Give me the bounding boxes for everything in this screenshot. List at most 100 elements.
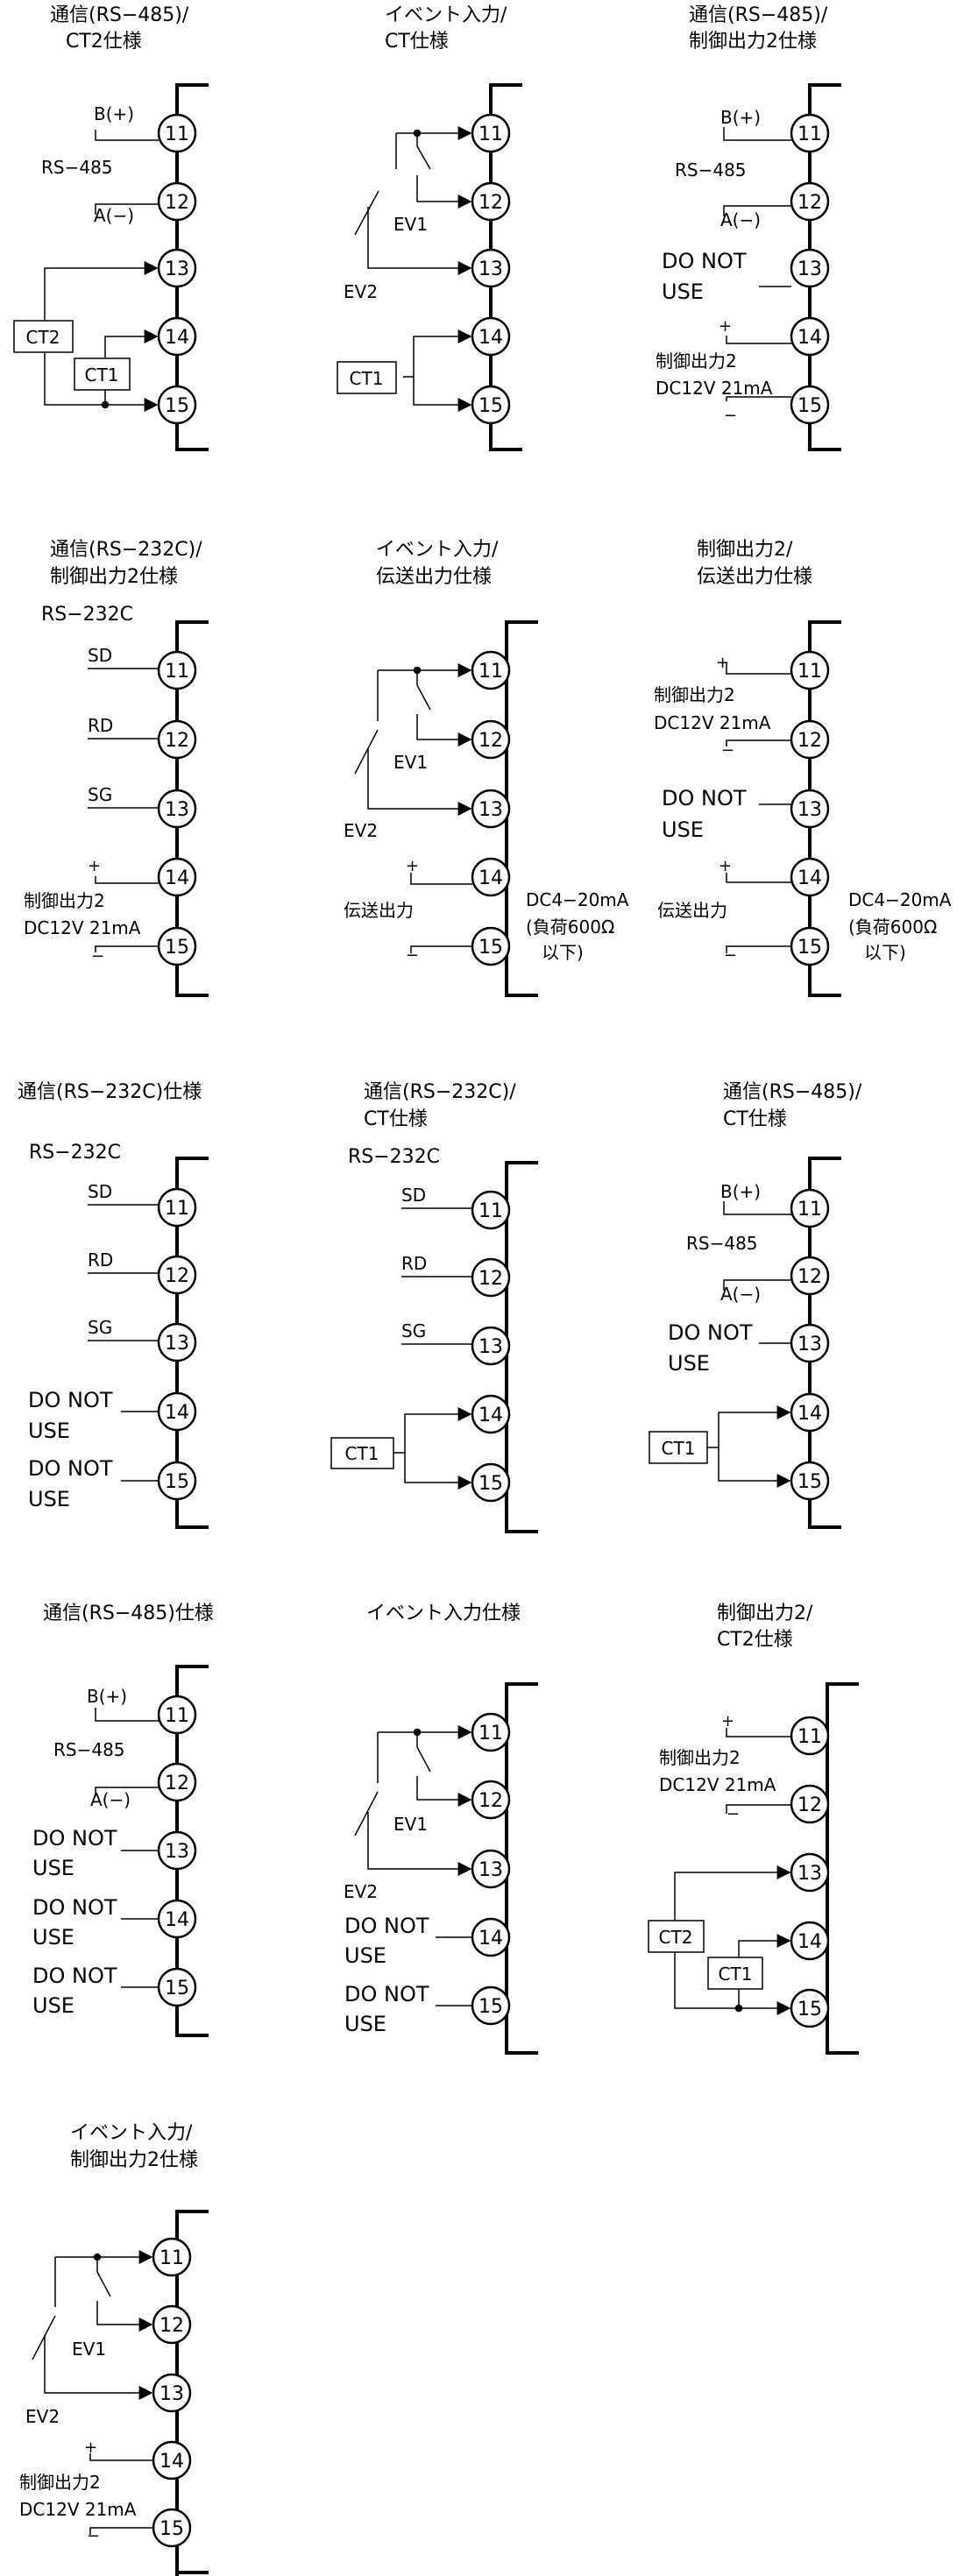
- panel-event: イベント入力仕様 11 12 13 14 15 EV1 EV2 DO NOT U…: [344, 1603, 538, 2055]
- label-use: USE: [32, 1993, 74, 2018]
- panel-title-line1: 通信(RS−232C)/: [364, 1081, 516, 1103]
- label-load: (負荷600Ω: [848, 916, 937, 938]
- ct1-label: CT1: [719, 1964, 753, 1985]
- label-do-not: DO NOT: [32, 1895, 117, 1920]
- terminal-12-number: 12: [478, 730, 503, 752]
- panel-title-line1: イベント入力仕様: [366, 1603, 521, 1624]
- label-dc420: DC4−20mA: [526, 889, 629, 910]
- label-dc12v: DC12V 21mA: [656, 378, 773, 399]
- label-minus: −: [724, 946, 737, 965]
- terminal-13: 13: [790, 248, 830, 288]
- label-rs232c: RS−232C: [29, 1142, 121, 1164]
- label-do-not: DO NOT: [32, 1964, 117, 1988]
- ct1-box: CT1: [707, 1957, 763, 1990]
- terminal-15-number: 15: [165, 937, 189, 959]
- terminal-14: 14: [790, 316, 830, 357]
- terminal-14: 14: [157, 857, 197, 897]
- terminal-15-number: 15: [159, 2518, 184, 2540]
- label-use: USE: [32, 1925, 74, 1950]
- wires: [95, 1708, 159, 1988]
- terminal-12-number: 12: [165, 1773, 189, 1794]
- label-do-not: DO NOT: [28, 1456, 113, 1481]
- panel-rs485-ct: 通信(RS−485)/ CT仕様 11 12 13 14 15 B(+) RS−…: [649, 1081, 862, 1529]
- label-dc12v: DC12V 21mA: [659, 1774, 776, 1795]
- terminal-15: 15: [471, 385, 511, 425]
- terminal-13-number: 13: [159, 2383, 184, 2405]
- label-use: USE: [344, 1943, 386, 1968]
- ct2-box: CT2: [648, 1920, 705, 1953]
- wires: [44, 130, 159, 412]
- label-transmission: 伝送出力: [657, 900, 727, 921]
- label-plus: +: [721, 1712, 734, 1730]
- terminal-13: 13: [152, 2373, 192, 2413]
- panel-title-line1: 通信(RS−485)仕様: [43, 1603, 214, 1624]
- terminal-13-number: 13: [165, 1333, 189, 1355]
- wires: [32, 2250, 153, 2535]
- panel-title-line1: 通信(RS−232C)/: [50, 539, 202, 561]
- terminal-15: 15: [157, 1967, 197, 2007]
- terminal-11-number: 11: [165, 1198, 189, 1220]
- label-transmission: 伝送出力: [344, 900, 414, 921]
- label-b-plus: B(+): [720, 107, 761, 128]
- panel-event-ct: イベント入力/ CT仕様 11 12 13 14 15 EV1 EV2 CT1: [337, 4, 522, 451]
- wires: [707, 1201, 791, 1488]
- wires: [354, 663, 472, 953]
- terminal-14: 14: [471, 1917, 511, 1957]
- terminal-11: 11: [157, 650, 197, 690]
- label-sg: SG: [88, 784, 112, 805]
- wires: [88, 668, 159, 952]
- label-ev1: EV1: [393, 752, 428, 773]
- label-a-minus: A(−): [90, 1789, 131, 1810]
- label-do-not: DO NOT: [662, 786, 747, 810]
- label-ctrl-out2: 制御出力2: [24, 890, 105, 911]
- terminal-13-number: 13: [797, 1863, 822, 1885]
- label-rs232c: RS−232C: [41, 604, 133, 626]
- panel-rs232c: 通信(RS−232C)仕様 RS−232C 11 12 13 14 15 SD …: [18, 1081, 209, 1529]
- terminal-14: 14: [790, 1392, 830, 1433]
- ct1-label: CT1: [345, 1443, 379, 1464]
- terminal-12: 12: [157, 1255, 197, 1295]
- terminal-13: 13: [471, 789, 511, 829]
- terminal-13-number: 13: [797, 799, 822, 821]
- terminal-13: 13: [157, 248, 197, 288]
- label-dc420: DC4−20mA: [848, 889, 952, 910]
- label-ev2: EV2: [344, 820, 378, 841]
- terminal-block: 11 12 13 14 15: [152, 2210, 209, 2576]
- label-use: USE: [662, 280, 704, 304]
- label-use: USE: [344, 2012, 386, 2036]
- label-ev1: EV1: [393, 214, 428, 235]
- label-ctrl-out2: 制御出力2: [19, 2472, 101, 2493]
- label-ev2: EV2: [344, 281, 378, 302]
- ct1-box: CT1: [74, 357, 131, 391]
- label-do-not: DO NOT: [32, 1826, 117, 1851]
- label-minus: −: [721, 741, 734, 760]
- terminal-15: 15: [790, 385, 830, 425]
- terminal-block: 11 12 13 14 15: [157, 1665, 209, 2037]
- label-rs485: RS−485: [53, 1739, 125, 1760]
- label-dc12v: DC12V 21mA: [654, 712, 771, 733]
- terminal-13: 13: [790, 1852, 830, 1893]
- terminal-13-number: 13: [478, 258, 503, 280]
- label-a-minus: A(−): [720, 209, 761, 230]
- terminal-12: 12: [152, 2304, 192, 2345]
- ct2-box: CT2: [13, 320, 74, 353]
- terminal-block: 11 12 13 14 15: [790, 83, 841, 451]
- ct1-label: CT1: [350, 368, 384, 389]
- label-plus: +: [84, 2438, 97, 2457]
- terminal-12: 12: [790, 181, 830, 222]
- label-ev1: EV1: [393, 1814, 428, 1835]
- ct1-box: CT1: [649, 1431, 708, 1464]
- panel-rs232c-ctrl2: 通信(RS−232C)/ 制御出力2仕様 RS−232C 11 12 13 14…: [24, 539, 209, 997]
- label-b-plus: B(+): [94, 103, 134, 124]
- terminal-15: 15: [790, 926, 830, 966]
- terminal-11: 11: [471, 1712, 511, 1752]
- panel-rs232c-ct: 通信(RS−232C)/ CT仕様 RS−232C 11 12 13 14 15…: [330, 1081, 538, 1533]
- wires: [88, 1204, 159, 1482]
- panel-title-line2: 伝送出力仕様: [376, 566, 492, 588]
- ct1-label: CT1: [662, 1438, 696, 1459]
- label-rs485: RS−485: [675, 159, 747, 180]
- terminal-12-number: 12: [797, 1266, 822, 1288]
- wires: [674, 1728, 791, 2015]
- wires: [723, 127, 791, 401]
- terminal-12-number: 12: [165, 192, 189, 214]
